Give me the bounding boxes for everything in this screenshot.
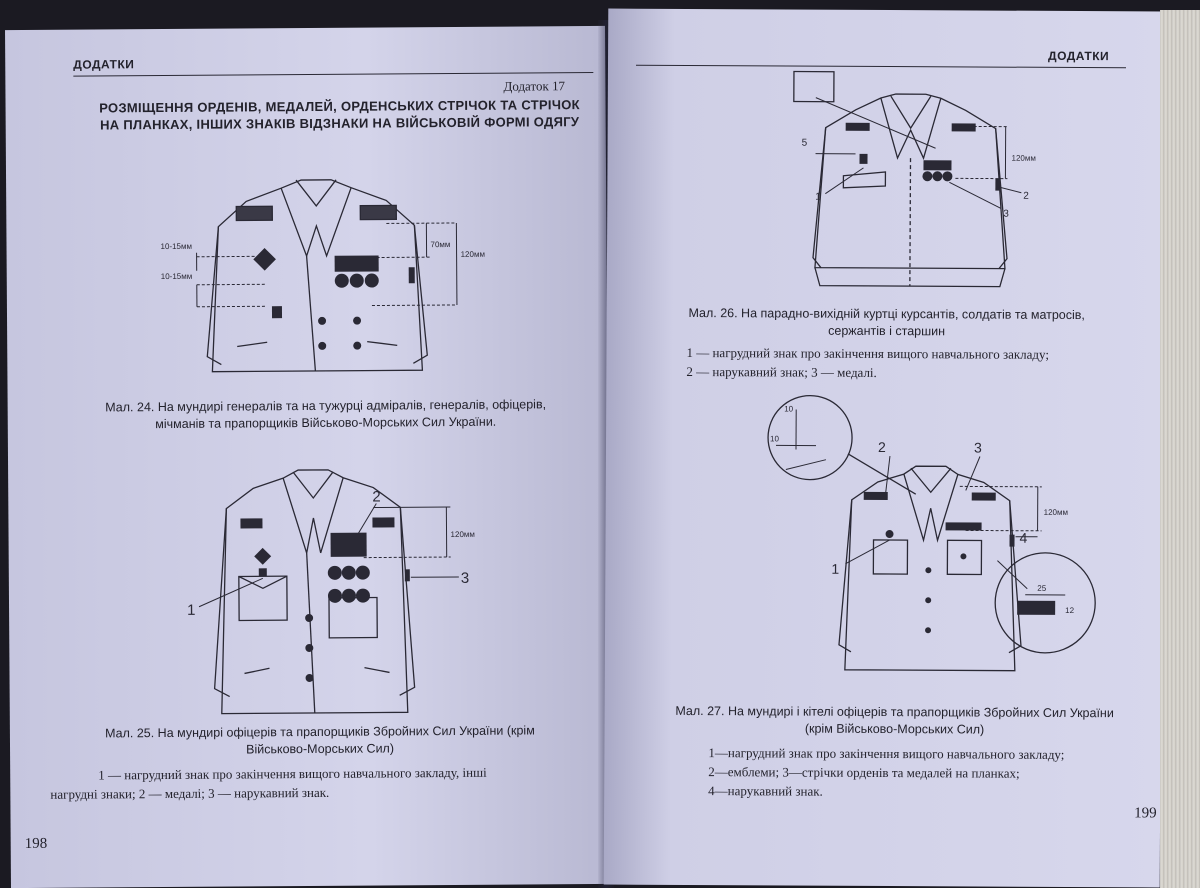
figure-24-uniform-drawing: 70мм 120мм 10-15мм 10-15мм (156, 165, 517, 378)
label-5: 5 (802, 138, 808, 149)
figure-25-legend: 1 — нагрудний знак про закінчення вищого… (50, 762, 590, 804)
dim-10-15mm-bottom: 10-15мм (161, 272, 193, 281)
label-2: 2 (372, 488, 380, 505)
page-stack-edge (1160, 10, 1200, 888)
right-page: ДОДАТКИ (603, 8, 1165, 888)
header-rule (73, 71, 594, 77)
legend-line: 2—емблеми; 3—стрічки орденів та медалей … (708, 764, 1020, 781)
figure-27-legend: 1—нагрудний знак про закінчення вищого н… (674, 743, 1144, 802)
appendix-number: Додаток 17 (503, 78, 566, 94)
figure-26-caption: Мал. 26. На парадно-вихідній куртці курс… (637, 305, 1137, 342)
dim-70mm: 70мм (430, 240, 450, 249)
caption-line: (крім Військово-Морських Сил) (804, 721, 985, 737)
figure-26-legend: 1 — нагрудний знак про закінчення вищого… (656, 343, 1136, 384)
label-4: 4 (1019, 530, 1027, 546)
label-1: 1 (815, 192, 821, 203)
figure-26-jacket-drawing: 120мм 5 1 2 3 (785, 67, 1046, 298)
dim-10-top: 10 (784, 404, 793, 413)
page-number-right: 199 (1134, 805, 1157, 822)
figure-27-caption: Мал. 27. На мундирі і кітелі офіцерів та… (634, 703, 1154, 740)
figure-25-caption: Мал. 25. На мундирі офіцерів та прапорщи… (50, 722, 590, 760)
legend-line: 2 — нарукавний знак; 3 — медалі. (686, 363, 877, 380)
dim-25: 25 (1037, 584, 1046, 593)
dim-120mm: 120мм (1011, 154, 1035, 163)
label-2: 2 (878, 439, 886, 455)
legend-line: 1 — нагрудний знак про закінчення вищого… (686, 344, 1050, 362)
running-head-left: ДОДАТКИ (73, 57, 135, 72)
label-1: 1 (187, 602, 195, 619)
caption-line: Мал. 27. На мундирі і кітелі офіцерів та… (675, 703, 1114, 721)
dim-12: 12 (1065, 606, 1074, 615)
caption-line: Мал. 26. На парадно-вихідній куртці курс… (688, 305, 1085, 323)
dim-120mm: 120мм (451, 530, 475, 539)
dim-10-15mm-top: 10-15мм (160, 242, 192, 251)
figure-25-uniform-drawing: 120мм 2 3 1 (158, 457, 500, 719)
dim-120mm: 120мм (1044, 508, 1068, 517)
figure-24-caption: Мал. 24. На мундирі генералів та на тужу… (56, 396, 596, 434)
legend-line: нагрудні знаки; 2 — медалі; 3 — нарукавн… (50, 784, 330, 802)
label-2: 2 (1023, 191, 1029, 202)
caption-line: сержантів і старшин (828, 323, 946, 339)
dim-10-left: 10 (770, 434, 779, 443)
page-title: РОЗМІЩЕННЯ ОРДЕНІВ, МЕДАЛЕЙ, ОРДЕНСЬКИХ … (99, 97, 580, 133)
label-3: 3 (461, 570, 469, 587)
label-1: 1 (831, 561, 839, 577)
label-3: 3 (974, 439, 982, 455)
figure-27-uniform-drawing: 10 10 120мм 25 12 2 3 4 1 (765, 389, 1107, 691)
label-3: 3 (1003, 209, 1009, 220)
legend-line: 4—нарукавний знак. (708, 783, 823, 799)
left-page: ДОДАТКИ Додаток 17 РОЗМІЩЕННЯ ОРДЕНІВ, М… (5, 25, 611, 888)
running-head-right: ДОДАТКИ (1048, 48, 1110, 64)
legend-line: 1—нагрудний знак про закінчення вищого н… (708, 745, 1065, 762)
page-number-left: 198 (24, 835, 48, 852)
dim-120mm: 120мм (461, 250, 485, 259)
